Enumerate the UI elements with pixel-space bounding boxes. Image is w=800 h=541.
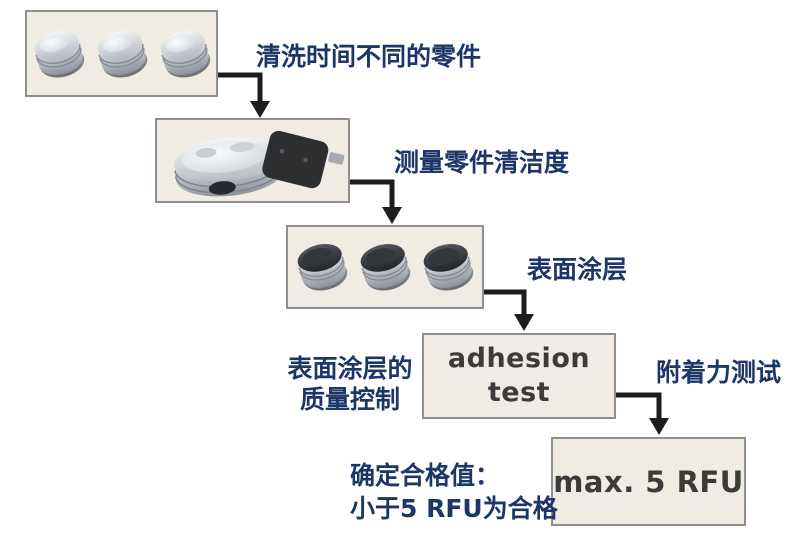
adhesion-test-box: adhesion test bbox=[422, 333, 616, 419]
step2-label: 测量零件清洁度 bbox=[394, 148, 570, 177]
step1-parts-box bbox=[25, 10, 218, 97]
arrow-step4-to-step5 bbox=[616, 392, 669, 435]
coated-piston-icon bbox=[357, 238, 415, 296]
step5-left-label: 确定合格值： 小于5 RFU为合格 bbox=[350, 459, 558, 525]
step3-coating-box bbox=[286, 225, 484, 309]
result-box: max. 5 RFU bbox=[551, 437, 746, 526]
adhesion-test-text-line1: adhesion bbox=[447, 343, 591, 374]
adhesion-test-text-line2: test bbox=[487, 377, 551, 408]
result-text: max. 5 RFU bbox=[553, 464, 744, 499]
step5-left-label-line1: 确定合格值： bbox=[350, 461, 501, 490]
piston-icon bbox=[30, 25, 88, 83]
coated-piston-icon bbox=[420, 238, 478, 296]
step1-label: 清洗时间不同的零件 bbox=[256, 42, 482, 71]
arrow-step3-to-step4 bbox=[484, 289, 534, 331]
coated-piston-icon bbox=[294, 238, 352, 296]
step3-label: 表面涂层 bbox=[527, 255, 628, 284]
arrow-step2-to-step3 bbox=[350, 179, 402, 224]
step4-left-label: 表面涂层的 质量控制 bbox=[284, 353, 416, 415]
step4-left-label-line2: 质量控制 bbox=[299, 385, 400, 414]
arrow-step1-to-step2 bbox=[217, 72, 270, 118]
fluorescence-sensor-icon bbox=[260, 130, 345, 192]
step2-measure-box bbox=[155, 118, 350, 203]
step4-left-label-line1: 表面涂层的 bbox=[287, 354, 413, 383]
step5-left-label-line2: 小于5 RFU为合格 bbox=[350, 494, 558, 523]
step4-right-label: 附着力测试 bbox=[656, 358, 782, 387]
piston-icon bbox=[156, 25, 214, 83]
piston-icon bbox=[93, 25, 151, 83]
